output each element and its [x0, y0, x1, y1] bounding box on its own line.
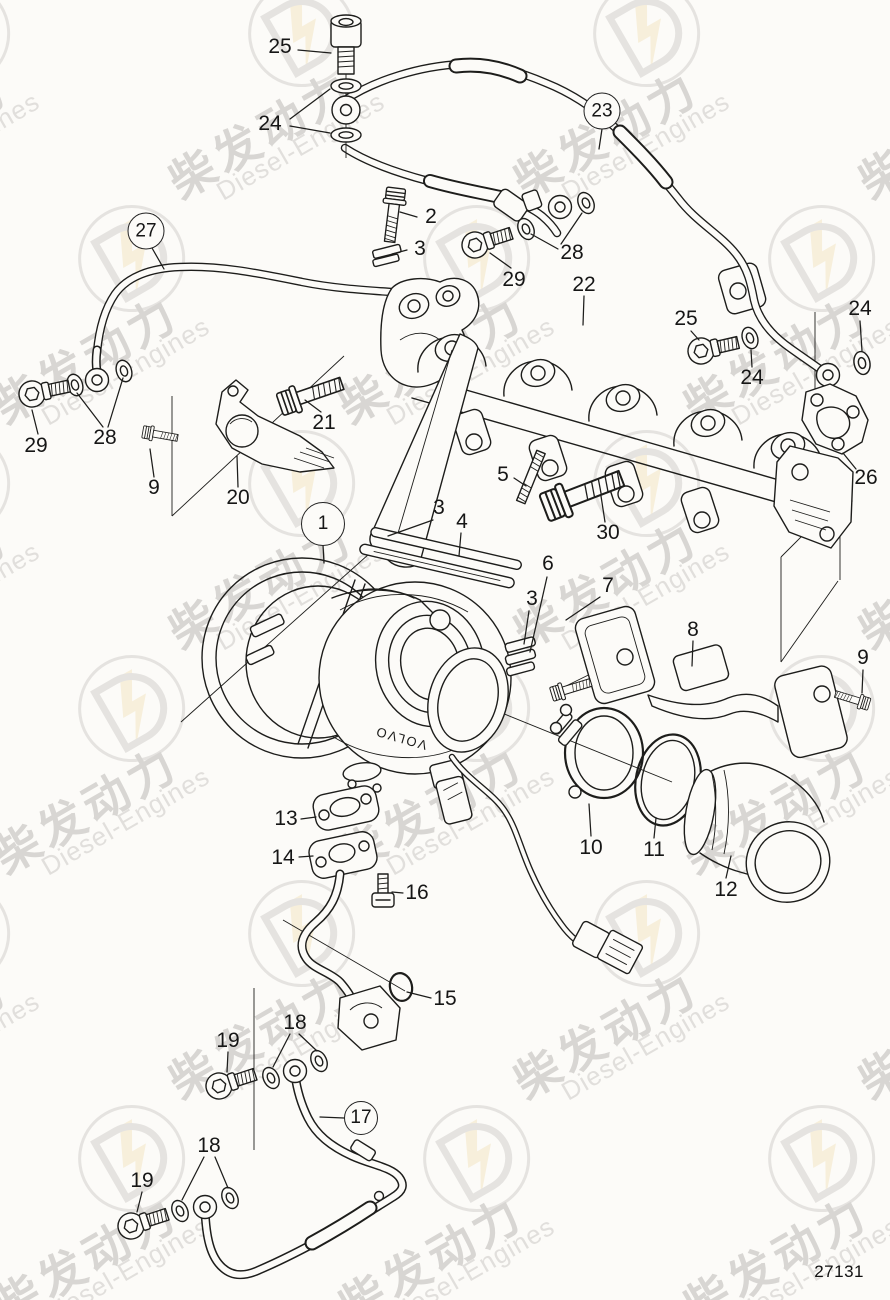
- callout-3: 3: [414, 237, 426, 260]
- callout-19: 19: [216, 1029, 240, 1052]
- diesel-engines-logo-watermark: [0, 0, 11, 88]
- callout-21: 21: [312, 411, 336, 434]
- callout-28: 28: [560, 241, 584, 264]
- callout-25: 25: [674, 307, 698, 330]
- gasket-strips-3-4: [359, 527, 522, 589]
- callout-24: 24: [258, 112, 282, 135]
- callout-25: 25: [268, 35, 292, 58]
- callout-18: 18: [283, 1011, 307, 1034]
- stud-5: [515, 449, 546, 505]
- callout-22: 22: [572, 273, 596, 296]
- sensor-cable: [429, 753, 644, 975]
- v-clamp-10: [549, 703, 645, 800]
- callout-9: 9: [148, 476, 160, 499]
- callout-26: 26: [854, 466, 878, 489]
- return-hose-23: [340, 57, 841, 388]
- callout-30: 30: [596, 521, 620, 544]
- callout-20: 20: [226, 486, 250, 509]
- diesel-engines-logo-watermark: [768, 1105, 876, 1213]
- callout-28: 28: [93, 426, 117, 449]
- drawing-number: 27131: [814, 1262, 864, 1281]
- callout-18: 18: [197, 1134, 221, 1157]
- callout-2: 2: [425, 205, 437, 228]
- callout-11: 11: [643, 838, 665, 861]
- callout-29: 29: [502, 268, 526, 291]
- callout-16: 16: [405, 881, 429, 904]
- clip-3: [371, 243, 402, 268]
- turbocharger-1: VOLVO: [201, 557, 512, 793]
- callout-1: 1: [301, 502, 345, 546]
- callout-3: 3: [526, 587, 538, 610]
- callout-27: 27: [127, 212, 165, 250]
- callout-19: 19: [130, 1169, 154, 1192]
- callout-23: 23: [583, 92, 621, 130]
- callout-7: 7: [602, 574, 614, 597]
- exhaust-manifold-22: [369, 277, 854, 568]
- diesel-engines-logo-watermark: [248, 0, 356, 88]
- bracket-20: [215, 379, 335, 473]
- oil-pipe-17: [113, 1047, 407, 1280]
- callout-6: 6: [542, 552, 554, 575]
- diesel-engines-logo-watermark: [78, 655, 186, 763]
- callout-29: 29: [24, 434, 48, 457]
- callout-4: 4: [456, 510, 468, 533]
- clip-6-3: [504, 636, 537, 677]
- feed-hose-lower: [340, 143, 599, 263]
- callout-13: 13: [274, 807, 298, 830]
- callout-12: 12: [714, 878, 738, 901]
- heat-shield-8: [574, 605, 848, 759]
- diesel-engines-logo-watermark: [423, 1105, 531, 1213]
- diesel-engines-logo-watermark: [593, 0, 701, 88]
- callout-24: 24: [848, 297, 872, 320]
- diesel-engines-logo-watermark: [768, 205, 876, 313]
- callout-8: 8: [687, 618, 699, 641]
- callout-14: 14: [271, 846, 295, 869]
- exhaust-hose-12: [683, 762, 831, 903]
- diesel-engines-logo-watermark: [0, 430, 11, 538]
- oil-drain-group: [297, 785, 414, 1051]
- screw-16: [371, 873, 395, 908]
- callout-15: 15: [433, 987, 457, 1010]
- gasket-26: [801, 383, 869, 455]
- callout-17: 17: [344, 1101, 378, 1135]
- callout-24: 24: [740, 366, 764, 389]
- o-ring-15: [388, 972, 414, 1002]
- callout-10: 10: [579, 836, 603, 859]
- banjo-bolt-25-stack: [330, 14, 362, 158]
- oil-supply-pipe-27: [15, 262, 396, 411]
- callout-9: 9: [857, 646, 869, 669]
- callout-5: 5: [497, 463, 509, 486]
- callout-3: 3: [433, 496, 445, 519]
- diesel-engines-logo-watermark: [0, 880, 11, 988]
- diesel-engines-logo-watermark: [78, 1105, 186, 1213]
